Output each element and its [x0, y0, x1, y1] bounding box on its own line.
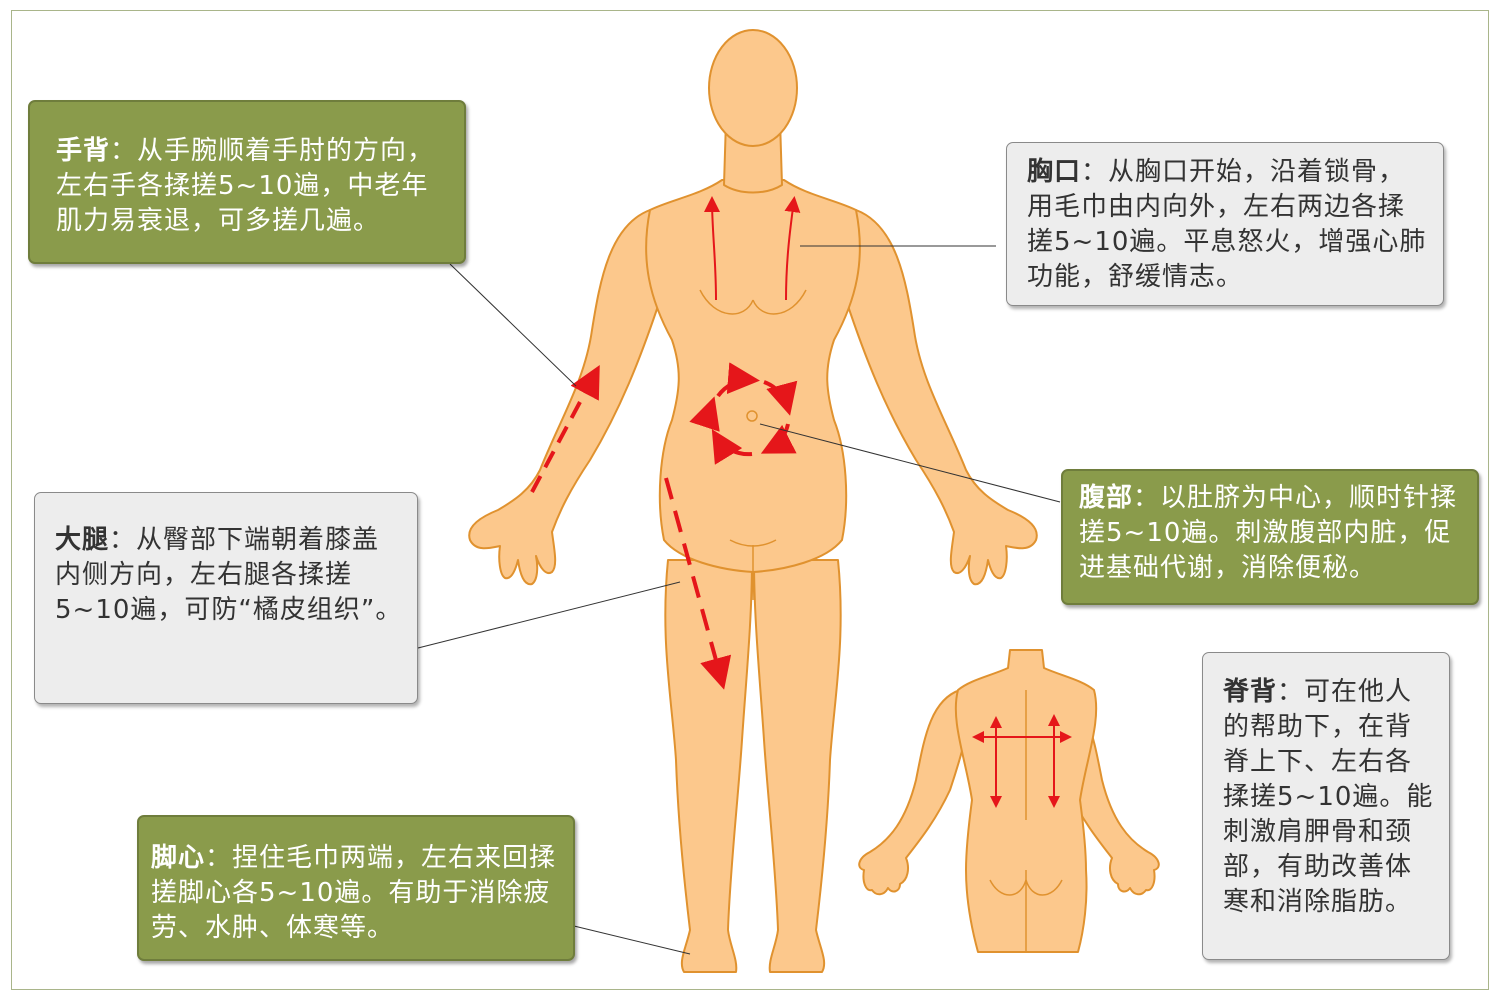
- forearm-arrow: [530, 364, 600, 493]
- annotation-separator: ：: [110, 136, 138, 166]
- annotation-separator: ：: [1081, 157, 1109, 187]
- abdomen-circle-arrows: [689, 362, 798, 465]
- annotation-foot: 脚心：捏住毛巾两端，左右来回揉搓脚心各5~10遍。有助于消除疲劳、水肿、体寒等。: [137, 815, 575, 961]
- annotation-title: 大腿: [55, 525, 110, 555]
- back-left-arm: [858, 689, 973, 896]
- annotation-title: 腹部: [1079, 483, 1134, 513]
- annotation-text: 从手腕顺着手肘的方向，左右手各揉搓5~10遍，中老年肌力易衰退，可多搓几遍。: [56, 136, 435, 236]
- annotation-title: 手背: [56, 136, 111, 166]
- annotation-title: 脚心: [151, 843, 206, 873]
- annotation-hand: 手背：从手腕顺着手肘的方向，左右手各揉搓5~10遍，中老年肌力易衰退，可多搓几遍…: [28, 100, 466, 264]
- annotation-text: 从臀部下端朝着膝盖内侧方向，左右腿各揉搓5~10遍，可防“橘皮组织”。: [55, 525, 403, 625]
- annotation-separator: ：: [1277, 677, 1305, 707]
- torso: [645, 179, 861, 573]
- back-arrows: [972, 714, 1072, 808]
- annotation-thigh: 大腿：从臀部下端朝着膝盖内侧方向，左右腿各揉搓5~10遍，可防“橘皮组织”。: [34, 492, 418, 704]
- thigh-arrow: [664, 477, 732, 690]
- annotation-separator: ：: [205, 843, 233, 873]
- leader-lines: [417, 245, 1061, 955]
- annotation-chest: 胸口：从胸口开始，沿着锁骨，用毛巾由内向外，左右两边各揉搓5~10遍。平息怒火，…: [1006, 142, 1444, 306]
- annotation-text: 可在他人的帮助下，在背脊上下、左右各揉搓5~10遍。能刺激肩胛骨和颈部，有助改善…: [1223, 677, 1434, 917]
- right-arm: [845, 209, 1038, 586]
- annotation-separator: ：: [109, 525, 137, 555]
- head: [708, 29, 798, 147]
- back-body: [858, 649, 1160, 953]
- annotation-text: 以肚脐为中心，顺时针揉搓5~10遍。刺激腹部内脏，促进基础代谢，消除便秘。: [1079, 483, 1458, 583]
- annotation-title: 脊背: [1223, 677, 1278, 707]
- left-leg: [664, 559, 753, 973]
- annotation-text: 捏住毛巾两端，左右来回揉搓脚心各5~10遍。有助于消除疲劳、水肿、体寒等。: [151, 843, 557, 943]
- left-arm: [468, 209, 661, 586]
- outer-frame: [11, 10, 1489, 990]
- annotation-separator: ：: [1133, 483, 1161, 513]
- chest-arrow-right: [784, 196, 801, 301]
- right-leg: [753, 559, 842, 973]
- chest-arrow-left: [704, 196, 721, 301]
- annotation-title: 胸口: [1027, 157, 1082, 187]
- annotation-back: 脊背：可在他人的帮助下，在背脊上下、左右各揉搓5~10遍。能刺激肩胛骨和颈部，有…: [1202, 652, 1450, 960]
- annotation-text: 从胸口开始，沿着锁骨，用毛巾由内向外，左右两边各揉搓5~10遍。平息怒火，增强心…: [1027, 157, 1427, 292]
- annotation-abdomen: 腹部：以肚脐为中心，顺时针揉搓5~10遍。刺激腹部内脏，促进基础代谢，消除便秘。: [1061, 469, 1479, 605]
